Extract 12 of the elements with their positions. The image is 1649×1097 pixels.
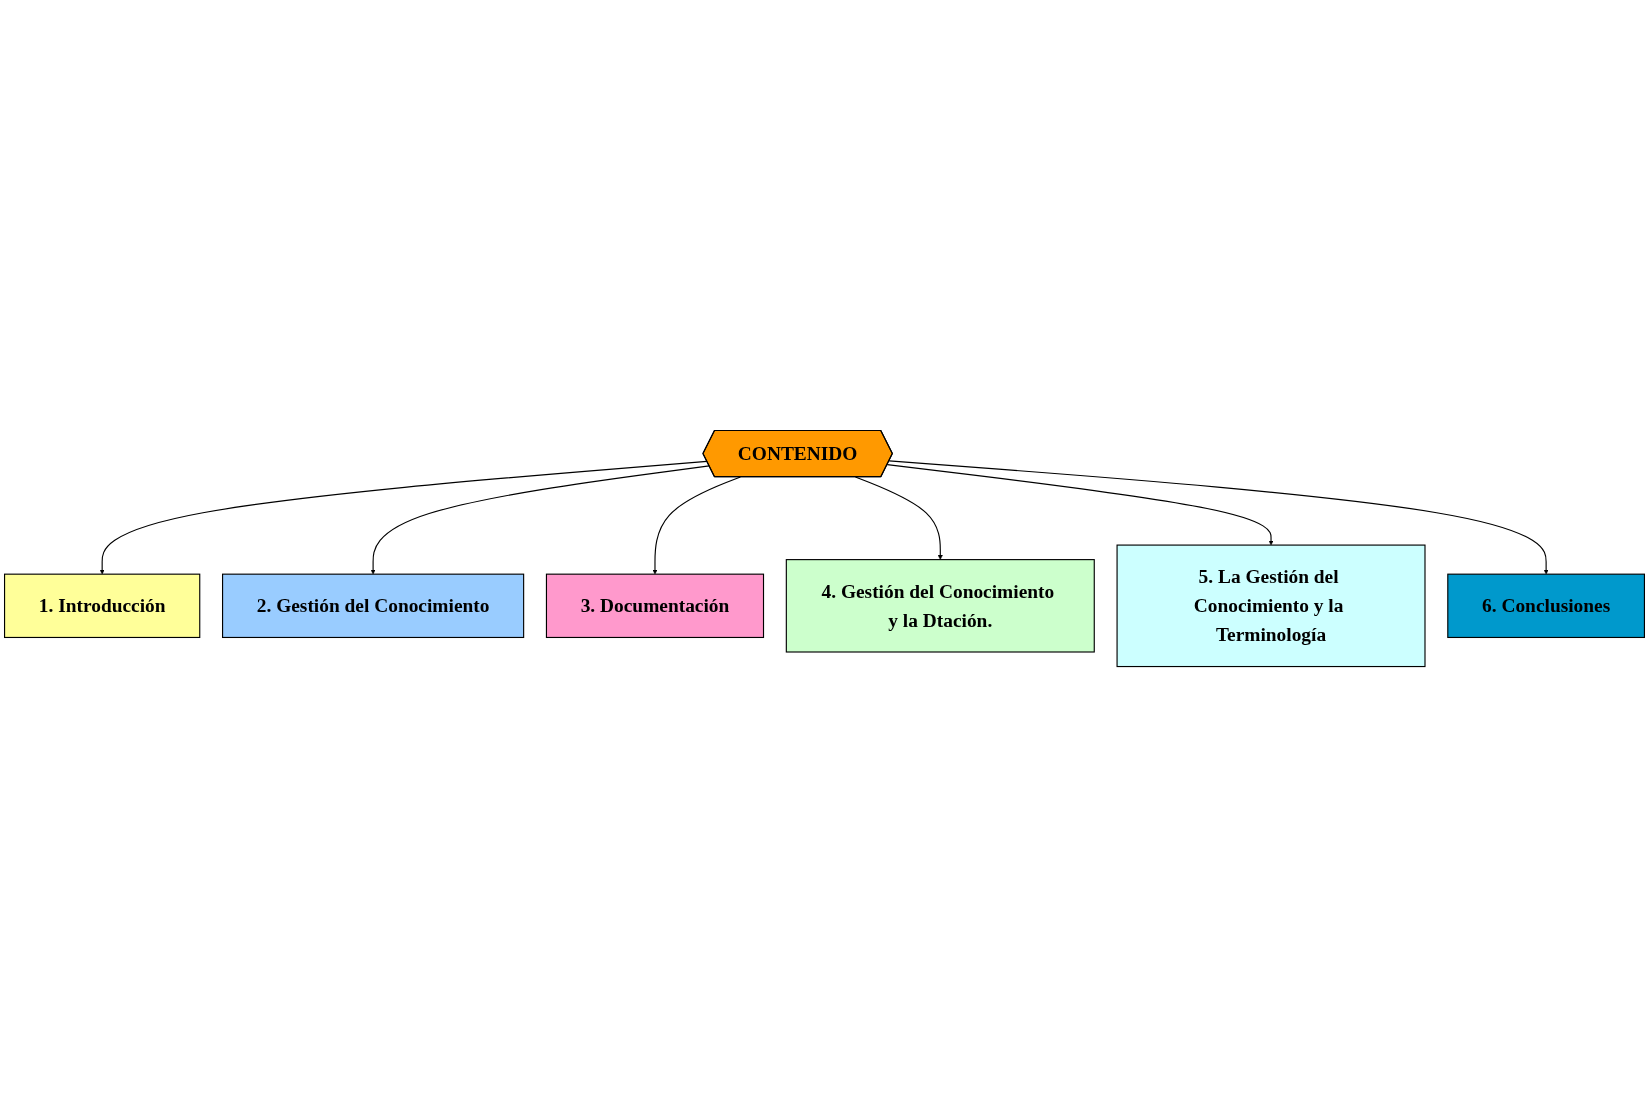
node-box: 1. Introducción [4, 573, 201, 639]
node-box: 6. Conclusiones [1447, 573, 1645, 639]
arrow [886, 464, 1274, 546]
node-box: 4. Gestión del Conocimiento y la Dtación. [785, 559, 1095, 653]
arrow [370, 465, 710, 575]
node-box: 2. Gestión del Conocimiento [222, 573, 525, 639]
node-box: 3. Documentación [545, 573, 765, 639]
arrow [99, 460, 708, 575]
node-box: 5. La Gestión del Conocimiento y la Terminología [1116, 544, 1426, 668]
arrow [854, 476, 943, 560]
arrow [888, 460, 1549, 575]
arrow [652, 476, 741, 575]
